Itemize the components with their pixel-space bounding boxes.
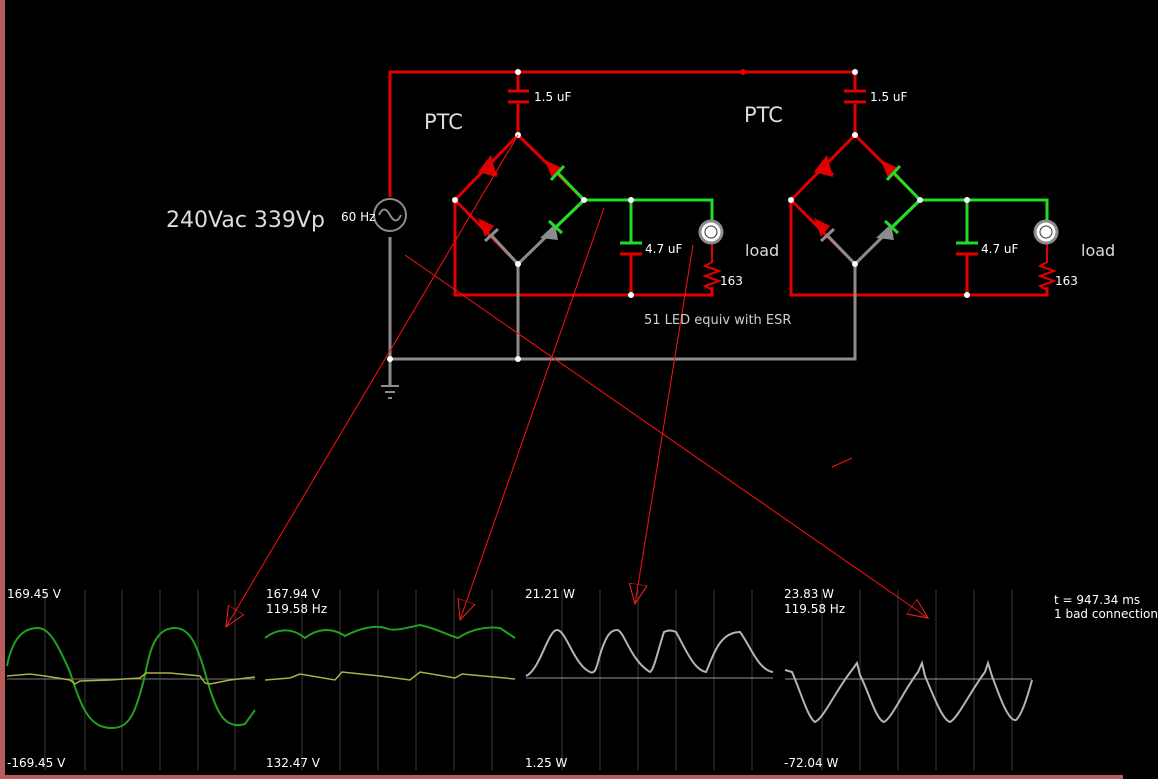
- circuit-canvas[interactable]: [0, 0, 1123, 779]
- capacitor-top-1[interactable]: [508, 89, 529, 104]
- bridge-1-load-label: load: [745, 241, 780, 260]
- wires: [388, 70, 1049, 385]
- ac-source[interactable]: [373, 198, 407, 232]
- scope-4-freq: 119.58 Hz: [784, 602, 846, 616]
- bridge-2-load-label: load: [1081, 241, 1116, 260]
- bridge-1-cap-top-label: 1.5 uF: [534, 90, 572, 104]
- ground-symbol[interactable]: [381, 385, 399, 399]
- bad-connection-warning: 1 bad connection: [1054, 607, 1158, 621]
- scope-1-min: -169.45 V: [7, 756, 66, 770]
- capacitor-filter-2[interactable]: [956, 241, 978, 256]
- bridge-2-title: PTC: [744, 103, 783, 127]
- scope-3-min: 1.25 W: [525, 756, 568, 770]
- sim-time: t = 947.34 ms: [1054, 593, 1141, 607]
- bridge-2-cap-filter-label: 4.7 uF: [981, 242, 1019, 256]
- source-label: 240Vac 339Vp: [166, 208, 325, 233]
- bridge-1-diodes[interactable]: [453, 133, 586, 266]
- bridge-2-diodes[interactable]: [789, 133, 922, 266]
- scope-4-max: 23.83 W: [784, 587, 835, 601]
- capacitor-top-2[interactable]: [844, 89, 866, 104]
- capacitor-filter-1[interactable]: [620, 241, 642, 256]
- load-probe-1[interactable]: [698, 219, 724, 245]
- load-probe-2[interactable]: [1033, 219, 1059, 245]
- bridge-1-cap-filter-label: 4.7 uF: [645, 242, 683, 256]
- scope-probe-arrows: [226, 134, 928, 627]
- scope-traces: [6, 623, 1033, 730]
- resistor-2[interactable]: [1037, 244, 1057, 291]
- resistor-1[interactable]: [702, 244, 722, 291]
- junction-nodes: [387, 69, 970, 362]
- scope-grid: [44, 590, 1013, 770]
- window-bottom-border: [0, 775, 1123, 779]
- led-note: 51 LED equiv with ESR: [644, 313, 792, 328]
- scope-4-min: -72.04 W: [784, 756, 839, 770]
- scope-2-freq: 119.58 Hz: [266, 602, 328, 616]
- bridge-1-resistor-label: 163: [720, 274, 743, 288]
- source-frequency: 60 Hz: [341, 210, 376, 224]
- scope-2-min: 132.47 V: [266, 756, 321, 770]
- scope-1-max: 169.45 V: [7, 587, 62, 601]
- bridge-2-cap-top-label: 1.5 uF: [870, 90, 908, 104]
- bridge-1-title: PTC: [424, 110, 463, 134]
- scope-3-max: 21.21 W: [525, 587, 576, 601]
- window-left-border: [0, 0, 5, 779]
- bridge-2-resistor-label: 163: [1055, 274, 1078, 288]
- scope-2-max: 167.94 V: [266, 587, 321, 601]
